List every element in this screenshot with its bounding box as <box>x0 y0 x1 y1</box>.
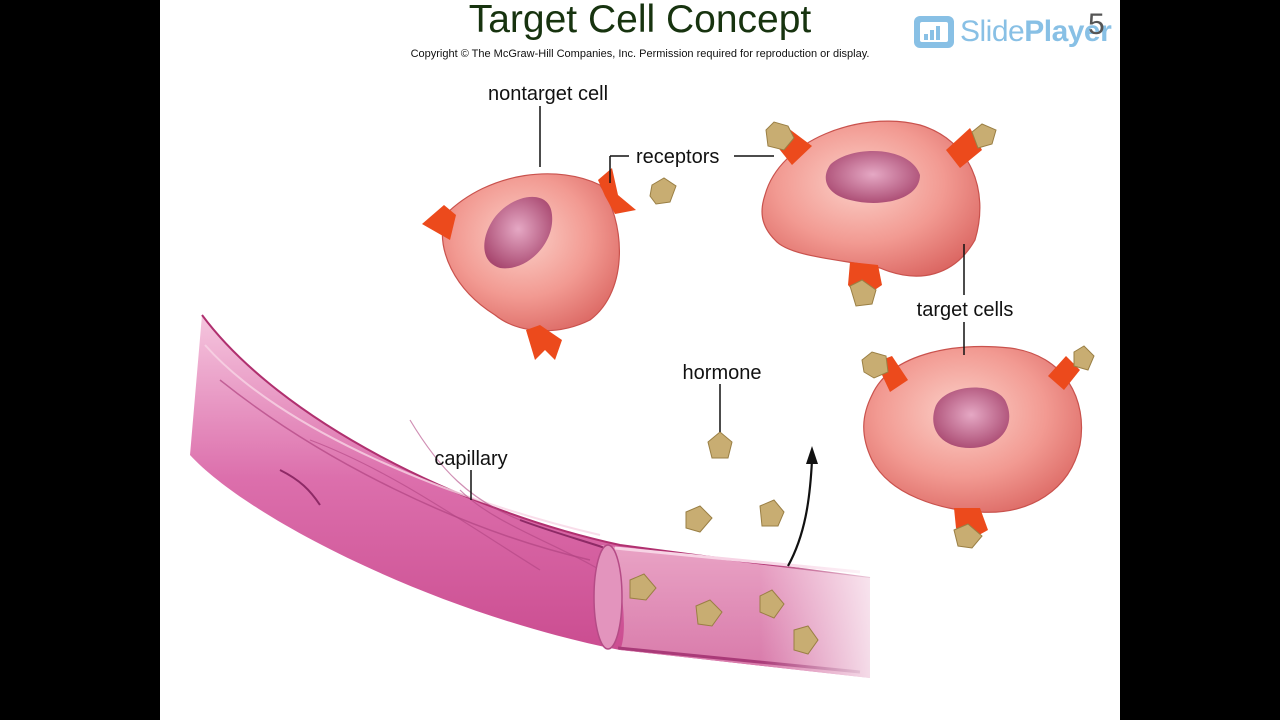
hormone-molecule <box>707 431 733 459</box>
hormone-molecule <box>629 573 657 601</box>
hormone-path-arrow <box>787 459 814 567</box>
receptor-icon <box>1048 356 1080 390</box>
label-target-cells: target cells <box>917 299 1014 321</box>
slideplayer-wordmark: SlidePlayer <box>960 15 1112 49</box>
wordmark-prefix: Slide <box>960 15 1025 48</box>
slideplayer-logo-icon <box>914 16 954 48</box>
label-receptors: receptors <box>636 146 719 168</box>
hormone-bound <box>953 523 983 549</box>
hormone-molecule <box>649 177 677 205</box>
wordmark-suffix: Player <box>1024 15 1112 48</box>
label-nontarget-cell: nontarget cell <box>488 83 608 105</box>
hormone-molecule <box>793 625 819 655</box>
hormone-molecule <box>685 505 713 533</box>
hormone-molecule <box>759 499 785 527</box>
slideplayer-logo: SlidePlayer <box>912 12 1112 52</box>
hormone-molecule <box>695 599 723 627</box>
hormone-molecule <box>759 589 785 619</box>
receptor-icon <box>422 205 456 240</box>
slide-title: Target Cell Concept <box>468 0 812 41</box>
target-cell-2 <box>861 345 1095 549</box>
receptor-icon <box>946 128 982 168</box>
label-capillary: capillary <box>434 448 507 470</box>
hormone-bound <box>971 123 997 149</box>
arrowhead <box>806 446 818 464</box>
nontarget-cell <box>422 168 636 360</box>
hormone-bound <box>1073 345 1095 371</box>
hormone-bound <box>849 279 877 307</box>
label-hormone: hormone <box>683 362 762 384</box>
leader-lines <box>470 106 965 500</box>
receptor-icon <box>526 325 562 360</box>
target-cell-diagram: nontarget cell receptors target cells ho… <box>190 83 1095 690</box>
slide-number: 5 <box>1088 8 1105 41</box>
target-cell-1 <box>761 120 997 307</box>
hormone-bound <box>861 351 889 379</box>
copyright-notice: Copyright © The McGraw-Hill Companies, I… <box>410 48 870 60</box>
hormone-bound <box>765 121 795 151</box>
slide: Target Cell Concept Copyright © The McGr… <box>160 0 1120 720</box>
free-hormones <box>629 177 819 655</box>
receptor-icon <box>598 168 636 214</box>
